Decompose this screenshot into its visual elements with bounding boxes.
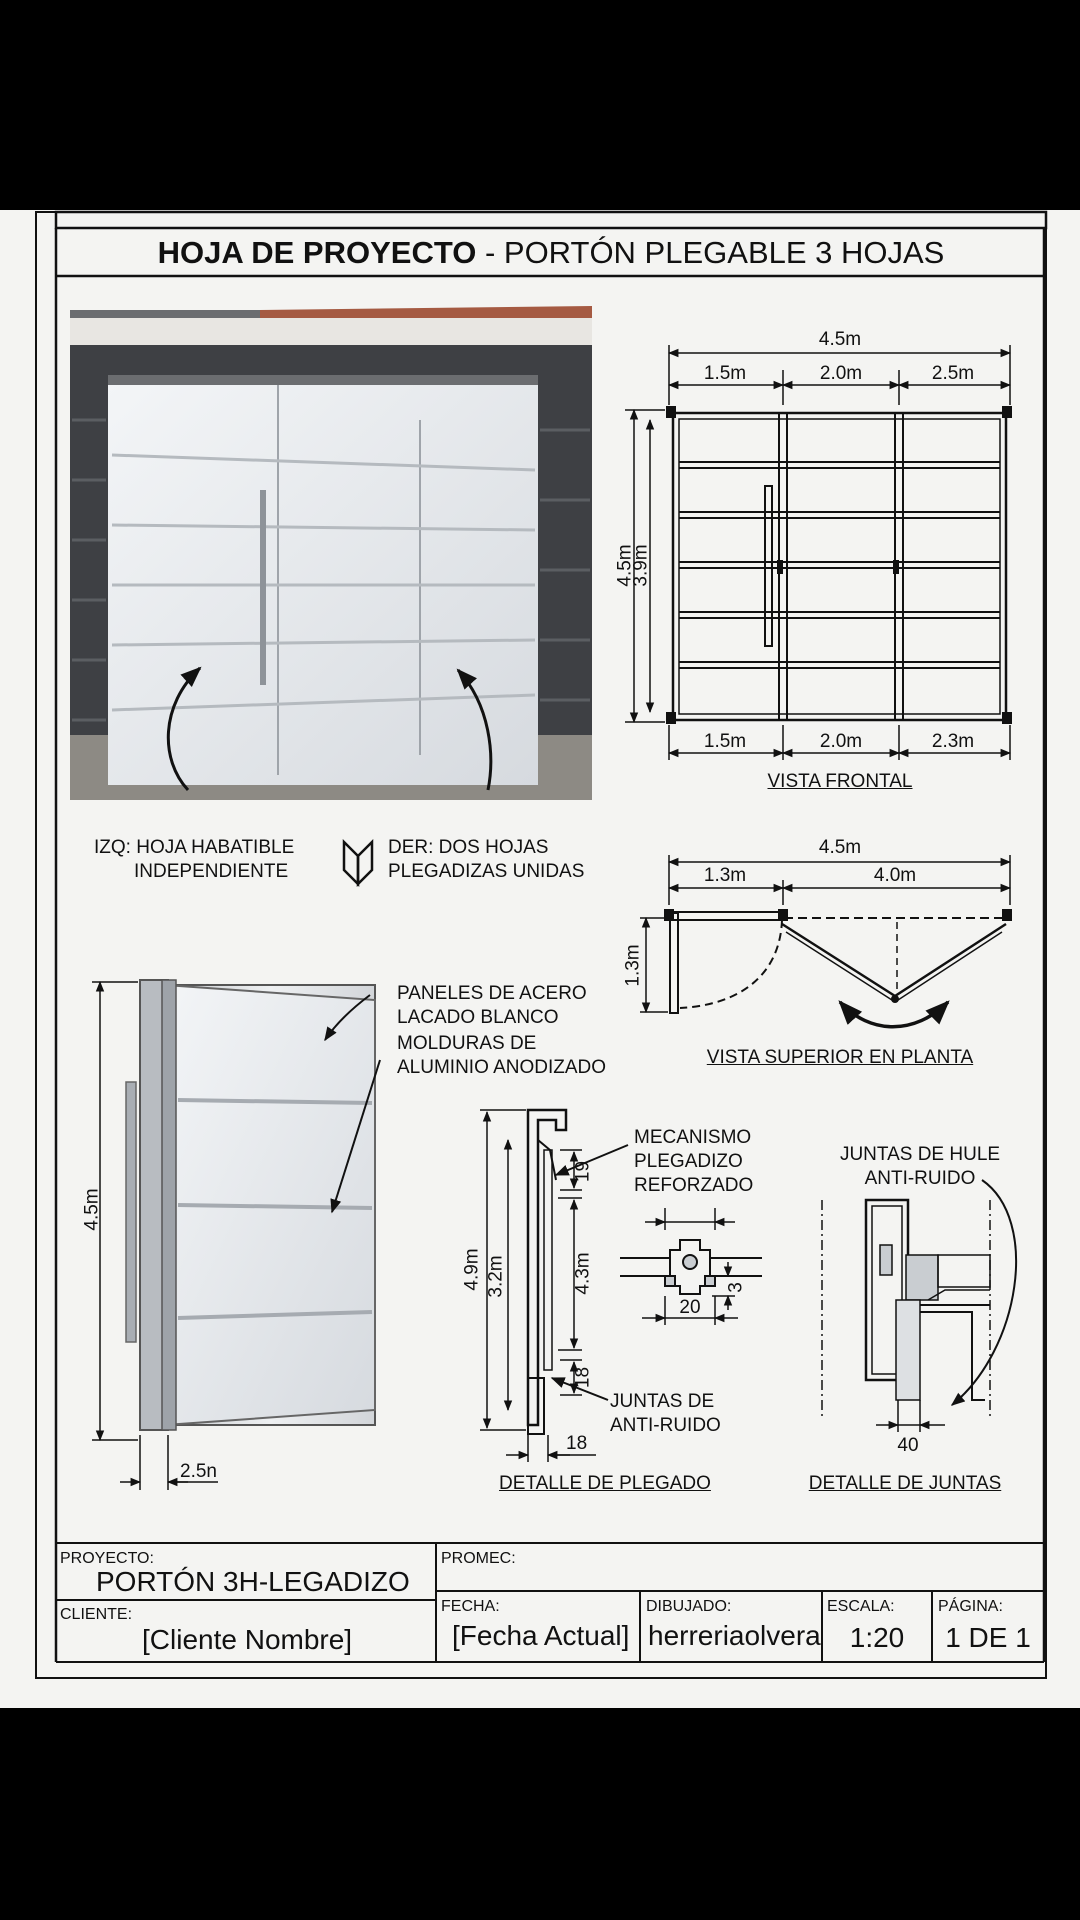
front-bottom-dim-2: 2.0m (819, 731, 863, 752)
joint-note-line2: ANTI-RUIDO (864, 1168, 976, 1189)
top-left-dim: 1.3m (703, 865, 747, 886)
fold-dim-top: 19 (572, 1160, 594, 1183)
fold-dim-bottom: 18 (566, 1433, 588, 1454)
top-view-caption: VISTA SUPERIOR EN PLANTA (706, 1047, 974, 1068)
joint-detail-drawing (821, 1179, 1018, 1432)
pagina-label: PÁGINA: (938, 1598, 1003, 1615)
escala-value: 1:20 (849, 1622, 905, 1653)
hinge-width-dim: 20 (679, 1297, 701, 1318)
front-top-dim-1: 1.5m (703, 363, 747, 384)
cliente-value: [Cliente Nombre] (142, 1624, 353, 1655)
front-bottom-dim-1: 1.5m (703, 731, 747, 752)
left-leaf-note-line2: INDEPENDIENTE (134, 861, 289, 882)
joint-dim: 40 (897, 1435, 919, 1456)
front-view-caption: VISTA FRONTAL (767, 771, 913, 792)
proyecto-value: PORTÓN 3H-LEGADIZO (96, 1566, 410, 1597)
fold-dim-bottom-side: 18 (572, 1366, 594, 1389)
panel-width-dim: 2.5n (180, 1461, 217, 1482)
fold-detail-caption: DETALLE DE PLEGADO (499, 1473, 711, 1494)
hinge-side-dim: 3 (725, 1282, 747, 1293)
right-leaves-note-line1: DER: DOS HOJAS (388, 837, 549, 858)
fold-detail-drawing (480, 1108, 762, 1462)
panel-note1-line1: PANELES DE ACERO (397, 983, 587, 1004)
gate-photo (70, 306, 592, 800)
cliente-label: CLIENTE: (60, 1606, 133, 1623)
sheet-frame (35, 210, 1048, 1679)
front-bottom-dim-3: 2.3m (931, 731, 975, 752)
pagina-value: 1 DE 1 (945, 1622, 1031, 1653)
left-leaf-note-line1: IZQ: HOJA HABATIBLE (94, 837, 295, 858)
front-top-dim-2: 2.0m (819, 363, 863, 384)
panel-note2-line2: ALUMINIO ANODIZADO (397, 1057, 607, 1078)
panel-note1-line2: LACADO BLANCO (397, 1007, 559, 1028)
top-depth-dim: 1.3m (622, 944, 644, 987)
proyecto-label: PROYECTO: (60, 1550, 154, 1567)
front-view-drawing (625, 345, 1012, 760)
panel-drawing (92, 979, 381, 1490)
front-total-width: 4.5m (818, 329, 862, 350)
joint-note-line1: JUNTAS DE HULE (839, 1144, 1001, 1165)
panel-note2-line1: MOLDURAS DE (397, 1033, 537, 1054)
fold-joint-line1: JUNTAS DE (610, 1391, 715, 1412)
page-title: HOJA DE PROYECTO - PORTÓN PLEGABLE 3 HOJ… (157, 235, 945, 270)
dibujado-value: herreriaolvera (648, 1620, 821, 1651)
joint-detail-caption: DETALLE DE JUNTAS (808, 1473, 1002, 1494)
fold-joint-line2: ANTI-RUIDO (610, 1415, 721, 1436)
promec-label: PROMEC: (441, 1550, 516, 1567)
mechanism-line2: PLEGADIZO (634, 1151, 743, 1172)
top-right-dim: 4.0m (873, 865, 917, 886)
panel-height-dim: 4.5m (81, 1188, 103, 1231)
top-total-width: 4.5m (818, 837, 862, 858)
fecha-label: FECHA: (441, 1598, 500, 1615)
front-height-inner: 3.9m (630, 544, 652, 587)
mechanism-line1: MECANISMO (634, 1127, 752, 1148)
mechanism-line3: REFORZADO (634, 1175, 754, 1196)
front-top-dim-3: 2.5m (931, 363, 975, 384)
fold-dim-right: 4.3m (572, 1252, 594, 1295)
dibujado-label: DIBUJADO: (646, 1598, 732, 1615)
fecha-value: [Fecha Actual] (452, 1620, 630, 1651)
escala-label: ESCALA: (827, 1598, 895, 1615)
fold-dim-inner: 3.2m (485, 1255, 507, 1298)
book-icon (342, 838, 374, 888)
right-leaves-note-line2: PLEGADIZAS UNIDAS (388, 861, 585, 882)
title-block-lines (56, 1542, 1044, 1663)
fold-dim-outer: 4.9m (461, 1248, 483, 1291)
top-view-drawing (640, 855, 1012, 1029)
